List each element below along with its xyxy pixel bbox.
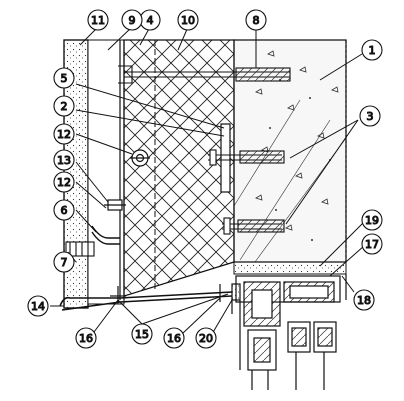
svg-text:19: 19 — [365, 214, 379, 227]
svg-text:16: 16 — [167, 332, 181, 345]
svg-text:15: 15 — [135, 328, 149, 341]
callout-1: 1 — [361, 39, 383, 61]
callout-9: 9 — [121, 9, 143, 31]
seal-strip — [233, 261, 347, 275]
air-gap — [87, 39, 125, 305]
callout-4: 4 — [139, 9, 161, 31]
bracket-plate — [220, 123, 231, 193]
svg-text:2: 2 — [61, 100, 68, 113]
bottom-ticks — [110, 284, 233, 314]
callout-8: 8 — [245, 9, 267, 31]
callout-6: 6 — [53, 199, 75, 221]
callouts: 1 2 3 4 5 6 7 8 9 10 11 12 12 13 14 15 1… — [27, 9, 383, 349]
top-anchor — [118, 65, 291, 84]
svg-text:1: 1 — [369, 44, 376, 57]
callout-5: 5 — [53, 67, 75, 89]
lower-anchor — [222, 217, 285, 235]
insulation-layer — [123, 39, 235, 297]
svg-text:3: 3 — [367, 110, 374, 123]
svg-text:12: 12 — [57, 176, 71, 189]
callout-13: 13 — [53, 149, 75, 171]
svg-text:14: 14 — [31, 300, 45, 313]
callout-17: 17 — [361, 233, 383, 255]
svg-text:6: 6 — [61, 204, 68, 217]
svg-text:4: 4 — [147, 14, 154, 27]
fixing-7 — [65, 241, 95, 257]
svg-text:12: 12 — [57, 128, 71, 141]
svg-text:9: 9 — [129, 14, 136, 27]
callout-14: 14 — [27, 295, 49, 317]
callout-16a: 16 — [75, 327, 97, 349]
bolt-12-upper — [130, 149, 150, 167]
bolt-12-lower — [104, 199, 126, 211]
callout-3: 3 — [359, 105, 381, 127]
callout-16b: 16 — [163, 327, 185, 349]
svg-text:10: 10 — [181, 14, 195, 27]
callout-2: 2 — [53, 95, 75, 117]
svg-text:16: 16 — [79, 332, 93, 345]
middle-anchor — [208, 149, 285, 166]
callout-10: 10 — [177, 9, 199, 31]
svg-text:8: 8 — [253, 14, 260, 27]
callout-7: 7 — [53, 251, 75, 273]
svg-text:18: 18 — [357, 294, 371, 307]
callout-12a: 12 — [53, 123, 75, 145]
svg-text:17: 17 — [365, 238, 379, 251]
callout-20: 20 — [195, 327, 217, 349]
callout-18: 18 — [353, 289, 375, 311]
leader-lines — [50, 26, 365, 335]
callout-12b: 12 — [53, 171, 75, 193]
svg-text:20: 20 — [199, 332, 213, 345]
window-frame — [231, 274, 347, 390]
svg-text:7: 7 — [61, 256, 68, 269]
svg-text:13: 13 — [57, 154, 71, 167]
svg-text:5: 5 — [61, 72, 68, 85]
bracket-6 — [91, 225, 120, 245]
callout-11: 11 — [87, 9, 109, 31]
callout-19: 19 — [361, 209, 383, 231]
svg-text:11: 11 — [91, 14, 105, 27]
callout-15: 15 — [131, 323, 153, 345]
